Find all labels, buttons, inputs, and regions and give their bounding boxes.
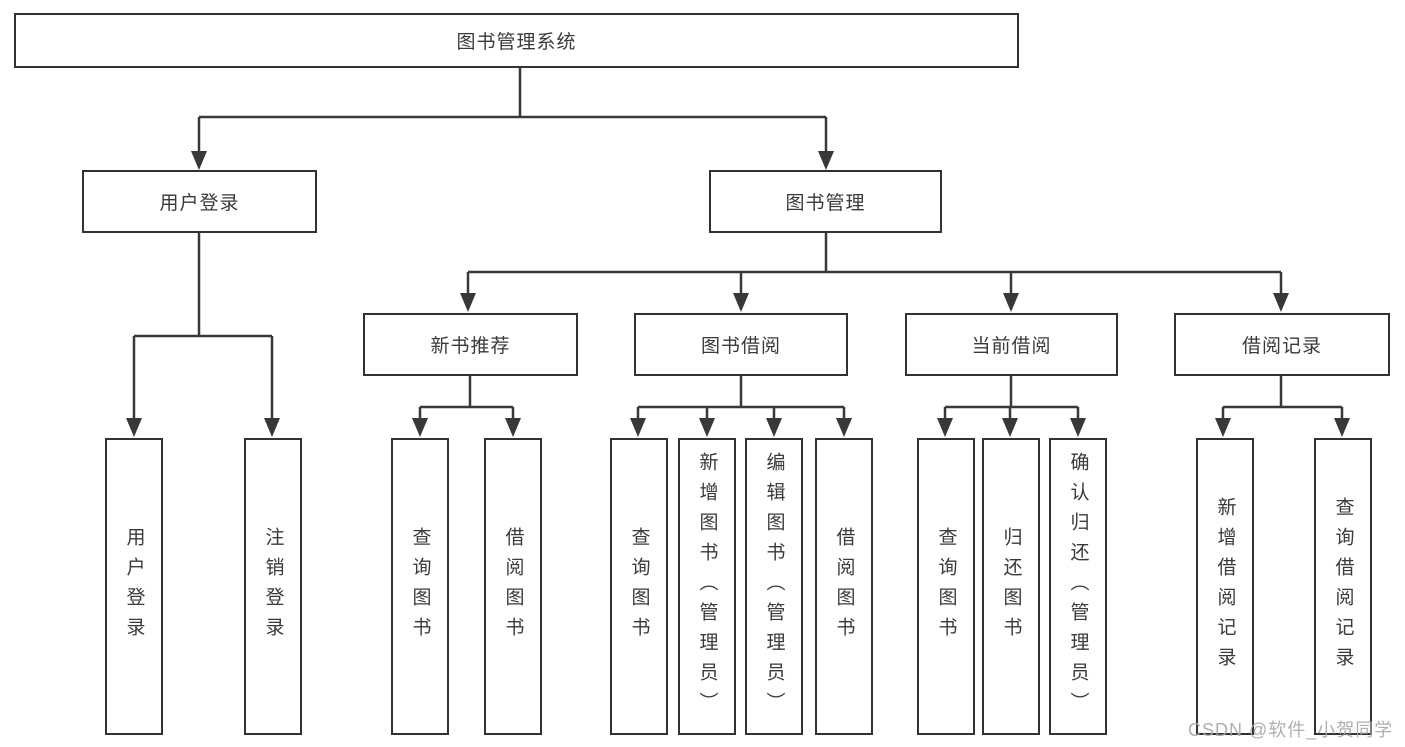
leaf-newbook-borrow-books: 借阅图书: [484, 438, 542, 735]
node-book-management: 图书管理: [709, 170, 942, 233]
edge-userlogin-to-leaves: [126, 233, 280, 437]
edge-root-to-level2: [191, 68, 834, 170]
edge-bookborrow-to-leaves: [630, 376, 852, 437]
node-borrow-records: 借阅记录: [1174, 313, 1390, 376]
node-current-borrow: 当前借阅: [905, 313, 1118, 376]
leaf-bookborrow-borrow-books: 借阅图书: [815, 438, 873, 735]
csdn-watermark: CSDN @软件_小贺同学: [1188, 720, 1394, 740]
edge-bookmgmt-to-level3: [460, 233, 1289, 312]
node-book-borrow: 图书借阅: [634, 313, 848, 376]
leaf-logout-login: 注销登录: [244, 438, 302, 735]
leaf-currentborrow-query-books: 查询图书: [917, 438, 975, 735]
leaf-records-query-borrow-record: 查询借阅记录: [1314, 438, 1372, 735]
leaf-currentborrow-return-books: 归还图书: [982, 438, 1040, 735]
edge-currentborrow-to-leaves: [937, 376, 1086, 437]
leaf-newbook-query-books: 查询图书: [391, 438, 449, 735]
node-user-login: 用户登录: [82, 170, 317, 233]
leaf-bookborrow-edit-books-admin: 编辑图书（管理员）: [745, 438, 803, 735]
leaf-user-login: 用户登录: [105, 438, 163, 735]
node-root-system: 图书管理系统: [14, 13, 1019, 68]
leaf-bookborrow-query-books: 查询图书: [610, 438, 668, 735]
leaf-bookborrow-add-books-admin: 新增图书（管理员）: [678, 438, 736, 735]
edge-newbook-to-leaves: [412, 376, 521, 437]
node-new-book-recommend: 新书推荐: [363, 313, 578, 376]
leaf-records-add-borrow-record: 新增借阅记录: [1196, 438, 1254, 735]
leaf-currentborrow-confirm-return-admin: 确认归还（管理员）: [1049, 438, 1107, 735]
edge-records-to-leaves: [1215, 376, 1350, 437]
